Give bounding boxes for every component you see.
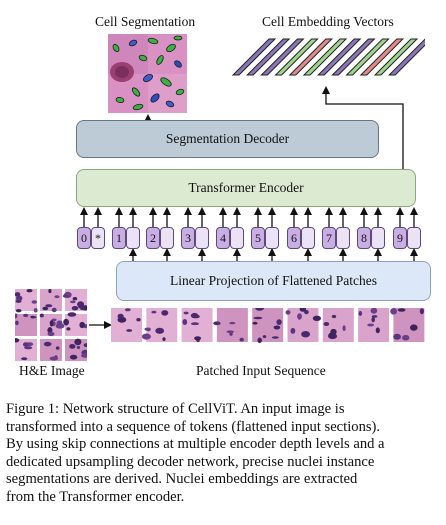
position-token-5: 5 [251, 227, 265, 249]
embedding-vector [387, 38, 425, 76]
caption-line: transformed into a sequence of tokens (f… [6, 418, 381, 435]
input-patch [322, 308, 354, 342]
input-patch [390, 308, 425, 342]
embedding-vector [288, 38, 334, 76]
position-token-2: 2 [146, 227, 160, 249]
transformer-encoder-block: Transformer Encoder [76, 169, 416, 207]
segmentation-decoder-block: Segmentation Decoder [76, 120, 379, 158]
he-input-image [15, 289, 87, 361]
patch-token [160, 227, 174, 249]
caption-line: By using skip connections at multiple en… [6, 436, 385, 453]
embedding-vector [331, 38, 376, 76]
he-image-tile [65, 338, 87, 361]
patch-token [407, 227, 421, 249]
embedding-vector [260, 38, 305, 76]
patched-input-sequence-label: Patched Input Sequence [196, 363, 326, 378]
patch-token [126, 227, 140, 249]
he-image-tile [15, 313, 37, 336]
connection-arrows [80, 86, 418, 329]
position-token-0: 0 [77, 227, 91, 249]
patch-token [265, 227, 279, 249]
embedding-vector [316, 38, 362, 76]
caption-line: Figure 1: Network structure of CellViT. … [6, 401, 345, 417]
caption-line: segmentations are derived. Nuclei embedd… [6, 471, 358, 488]
input-patch [141, 308, 178, 342]
he-image-tile [40, 289, 62, 313]
patch-token [301, 227, 315, 249]
he-image-label: H&E Image [19, 363, 85, 378]
cell-segmentation-label: Cell Segmentation [95, 14, 196, 29]
position-token-3: 3 [181, 227, 195, 249]
linear-projection-block: Linear Projection of Flattened Patches [116, 261, 431, 301]
caption-line: dedicated upsampling decoder network, pr… [6, 453, 375, 470]
position-token-1: 1 [112, 227, 126, 249]
class-token: * [91, 227, 105, 249]
segmentation-output-image [108, 34, 187, 113]
embedding-vector [231, 38, 277, 76]
encoder-to-embeddings-arrow [322, 86, 404, 169]
input-patch [252, 308, 284, 344]
he-image-tile [63, 312, 87, 336]
position-token-9: 9 [393, 227, 407, 249]
embedding-vector [302, 38, 348, 76]
caption-line: from the Transformer encoder. [6, 488, 185, 505]
input-patch [181, 308, 213, 343]
embedding-vector [345, 38, 390, 76]
linear-projection-label: Linear Projection of Flattened Patches [170, 273, 377, 288]
patch-token [336, 227, 350, 249]
segmentation-decoder-label: Segmentation Decoder [165, 131, 290, 146]
input-patch [213, 308, 248, 342]
he-image-tile [62, 289, 87, 311]
cell-embedding-vectors-label: Cell Embedding Vectors [262, 14, 394, 29]
embedding-vector [274, 38, 319, 76]
input-patch [285, 308, 321, 342]
he-image-tile [39, 313, 65, 337]
position-token-4: 4 [216, 227, 230, 249]
figure-caption: Figure 1: Network structure of CellViT. … [6, 401, 440, 507]
embedding-vector [373, 38, 419, 76]
patch-token [195, 227, 209, 249]
embedding-vector [359, 38, 405, 76]
cell-embedding-vectors [231, 38, 425, 76]
he-image-tile [40, 339, 62, 361]
position-token-8: 8 [357, 227, 371, 249]
input-patch [111, 308, 142, 342]
position-token-7: 7 [322, 227, 336, 249]
transformer-encoder-label: Transformer Encoder [188, 180, 304, 195]
patched-input-sequence [111, 308, 425, 344]
patch-token [371, 227, 385, 249]
he-image-tile [15, 338, 37, 361]
input-patch [358, 308, 390, 342]
patch-token [230, 227, 244, 249]
position-token-6: 6 [287, 227, 301, 249]
he-image-tile [15, 289, 38, 313]
embedding-vector [245, 38, 291, 76]
